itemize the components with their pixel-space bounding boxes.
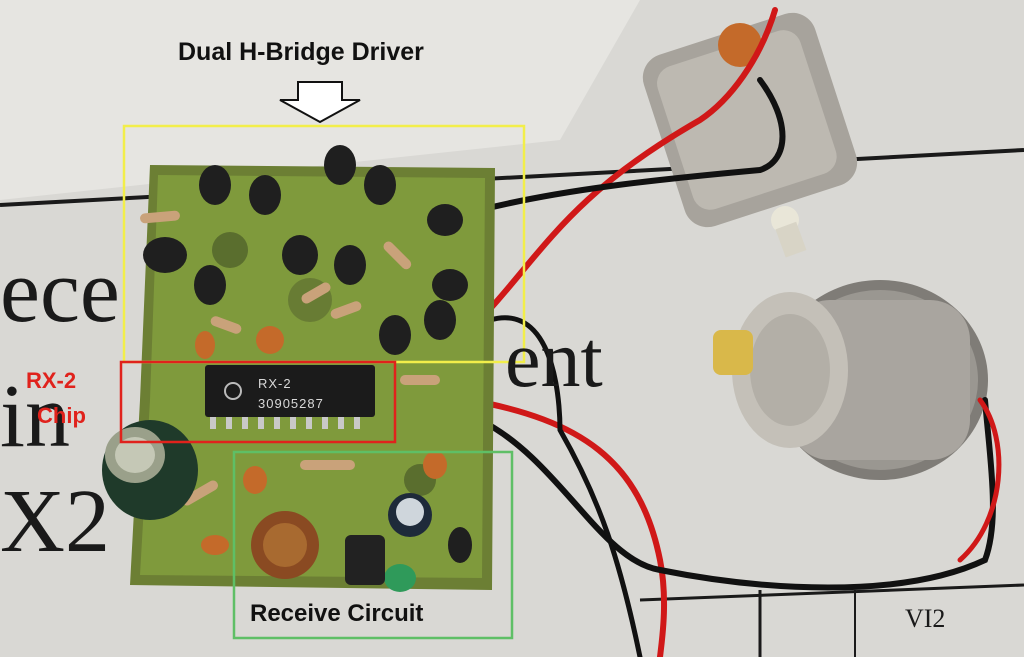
receive-circuit-label: Receive Circuit xyxy=(250,600,424,627)
capacitors xyxy=(195,326,472,592)
rx2-chip xyxy=(205,365,375,429)
chip-name-marking: RX-2 xyxy=(258,376,292,391)
resistors xyxy=(140,210,440,506)
wires xyxy=(467,7,1002,657)
paper-text-fragment: ece xyxy=(0,242,120,341)
bottom-motor xyxy=(713,280,988,480)
rx2-chip-highlight-box xyxy=(119,360,397,444)
paper-text-fragment: X2 xyxy=(0,472,110,571)
paper-text-fragment: ent xyxy=(505,316,603,404)
paper-text-fragment: in xyxy=(0,367,71,466)
transistors xyxy=(143,145,468,355)
paper-rule-line-bottom xyxy=(639,583,1024,602)
rx2-chip-label-line1: RX-2 xyxy=(26,368,77,393)
down-arrow-icon xyxy=(279,81,361,124)
receive-circuit-highlight-box xyxy=(232,450,514,640)
chip-serial-marking: 30905287 xyxy=(258,396,324,411)
hbridge-label: Dual H-Bridge Driver xyxy=(178,38,424,66)
paper-text-fragment: VI2 xyxy=(905,604,946,633)
electrolytic-capacitor xyxy=(102,420,198,520)
rx2-chip-label-line2: Chip xyxy=(37,403,86,428)
